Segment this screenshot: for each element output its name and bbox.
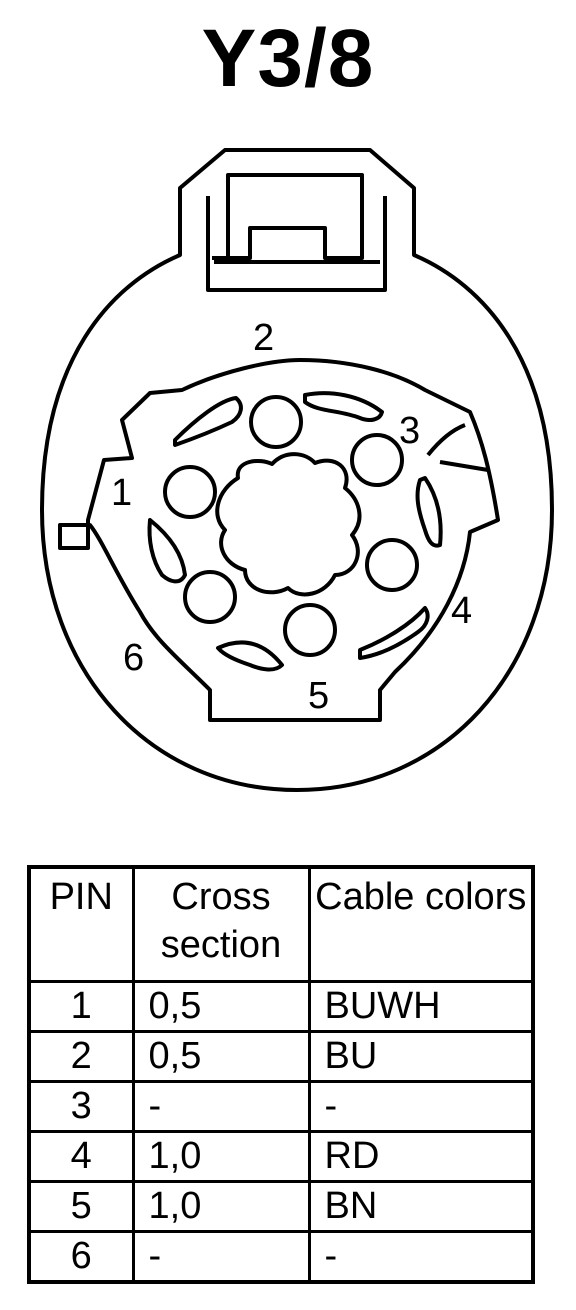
cell-cross-section: 1,0 bbox=[131, 1180, 311, 1233]
cell-cross-section: 1,0 bbox=[131, 1130, 311, 1183]
contact-hole-2 bbox=[249, 395, 303, 449]
cell-cable-color: BU bbox=[307, 1030, 535, 1083]
cell-pin: 5 bbox=[27, 1180, 135, 1233]
latch-slot bbox=[212, 173, 364, 260]
header-cross-section: Cross section bbox=[131, 865, 311, 983]
pin-label-4: 4 bbox=[451, 590, 472, 632]
pin-label-3: 3 bbox=[399, 410, 420, 452]
cell-pin: 6 bbox=[27, 1230, 135, 1284]
cell-pin: 4 bbox=[27, 1130, 135, 1183]
cell-cable-color: - bbox=[307, 1230, 535, 1284]
header-pin: PIN bbox=[27, 865, 135, 983]
header-cable-colors: Cable colors bbox=[307, 865, 535, 983]
contact-hole-3 bbox=[350, 433, 404, 487]
table-row: 2 0,5 BU bbox=[27, 1030, 535, 1083]
cell-cross-section: - bbox=[131, 1230, 311, 1284]
pin-label-1: 1 bbox=[111, 472, 132, 514]
cell-cable-color: - bbox=[307, 1080, 535, 1133]
latch-tab bbox=[206, 196, 387, 292]
diagram-title: Y3/8 bbox=[201, 13, 375, 104]
contact-hole-4 bbox=[365, 538, 419, 592]
table-row: 6 - - bbox=[27, 1230, 535, 1284]
cell-pin: 3 bbox=[27, 1080, 135, 1133]
table-row: 5 1,0 BN bbox=[27, 1180, 535, 1233]
cell-cable-color: BN bbox=[307, 1180, 535, 1233]
contact-hole-1 bbox=[163, 465, 217, 519]
table-row: 1 0,5 BUWH bbox=[27, 980, 535, 1033]
table-header-row: PIN Cross section Cable colors bbox=[27, 865, 535, 983]
table-row: 4 1,0 RD bbox=[27, 1130, 535, 1183]
cell-cable-color: RD bbox=[307, 1130, 535, 1183]
connector-housing-outline bbox=[40, 148, 554, 792]
cell-pin: 1 bbox=[27, 980, 135, 1033]
cell-cross-section: 0,5 bbox=[131, 980, 311, 1033]
pin-assignment-table: PIN Cross section Cable colors 1 0,5 BUW… bbox=[27, 865, 535, 1284]
connector-face-drawing: 2 3 1 4 6 5 bbox=[40, 148, 554, 792]
cell-cross-section: - bbox=[131, 1080, 311, 1133]
contact-hole-5 bbox=[283, 603, 337, 657]
table-row: 3 - - bbox=[27, 1080, 535, 1133]
pin-label-2: 2 bbox=[253, 317, 274, 359]
cell-cross-section: 0,5 bbox=[131, 1030, 311, 1083]
cell-cable-color: BUWH bbox=[307, 980, 535, 1033]
contact-hole-6 bbox=[183, 570, 237, 624]
center-keyway bbox=[215, 452, 362, 597]
contact-insert-outline bbox=[58, 358, 500, 722]
pin-label-5: 5 bbox=[308, 675, 329, 717]
pin-label-6: 6 bbox=[123, 637, 144, 679]
cell-pin: 2 bbox=[27, 1030, 135, 1083]
